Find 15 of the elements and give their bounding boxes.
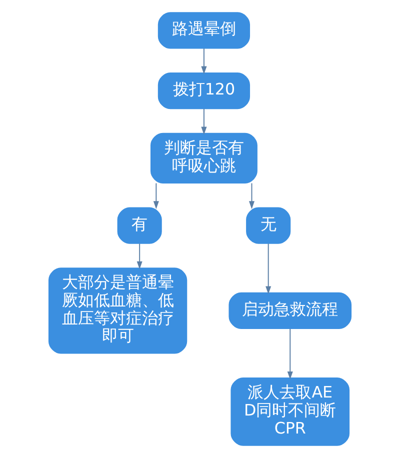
arrow <box>201 48 207 74</box>
node-box: 大部分是普通晕厥如低血糖、低血压等对症治疗即可 <box>48 268 188 354</box>
arrow <box>287 328 293 380</box>
arrow <box>153 182 159 210</box>
node-box: 拨打120 <box>158 72 250 110</box>
arrow <box>201 108 207 135</box>
node-box: 启动急救流程 <box>228 292 352 330</box>
arrow <box>266 243 272 294</box>
arrow <box>136 243 142 270</box>
node-box: 有 <box>117 207 162 244</box>
node-box: 路遇晕倒 <box>158 12 250 49</box>
node-box: 判断是否有呼吸心跳 <box>150 132 258 184</box>
arrow <box>248 182 255 210</box>
node-box: 派人去取AED同时不间断CPR <box>230 378 350 446</box>
node-box: 无 <box>246 207 291 244</box>
